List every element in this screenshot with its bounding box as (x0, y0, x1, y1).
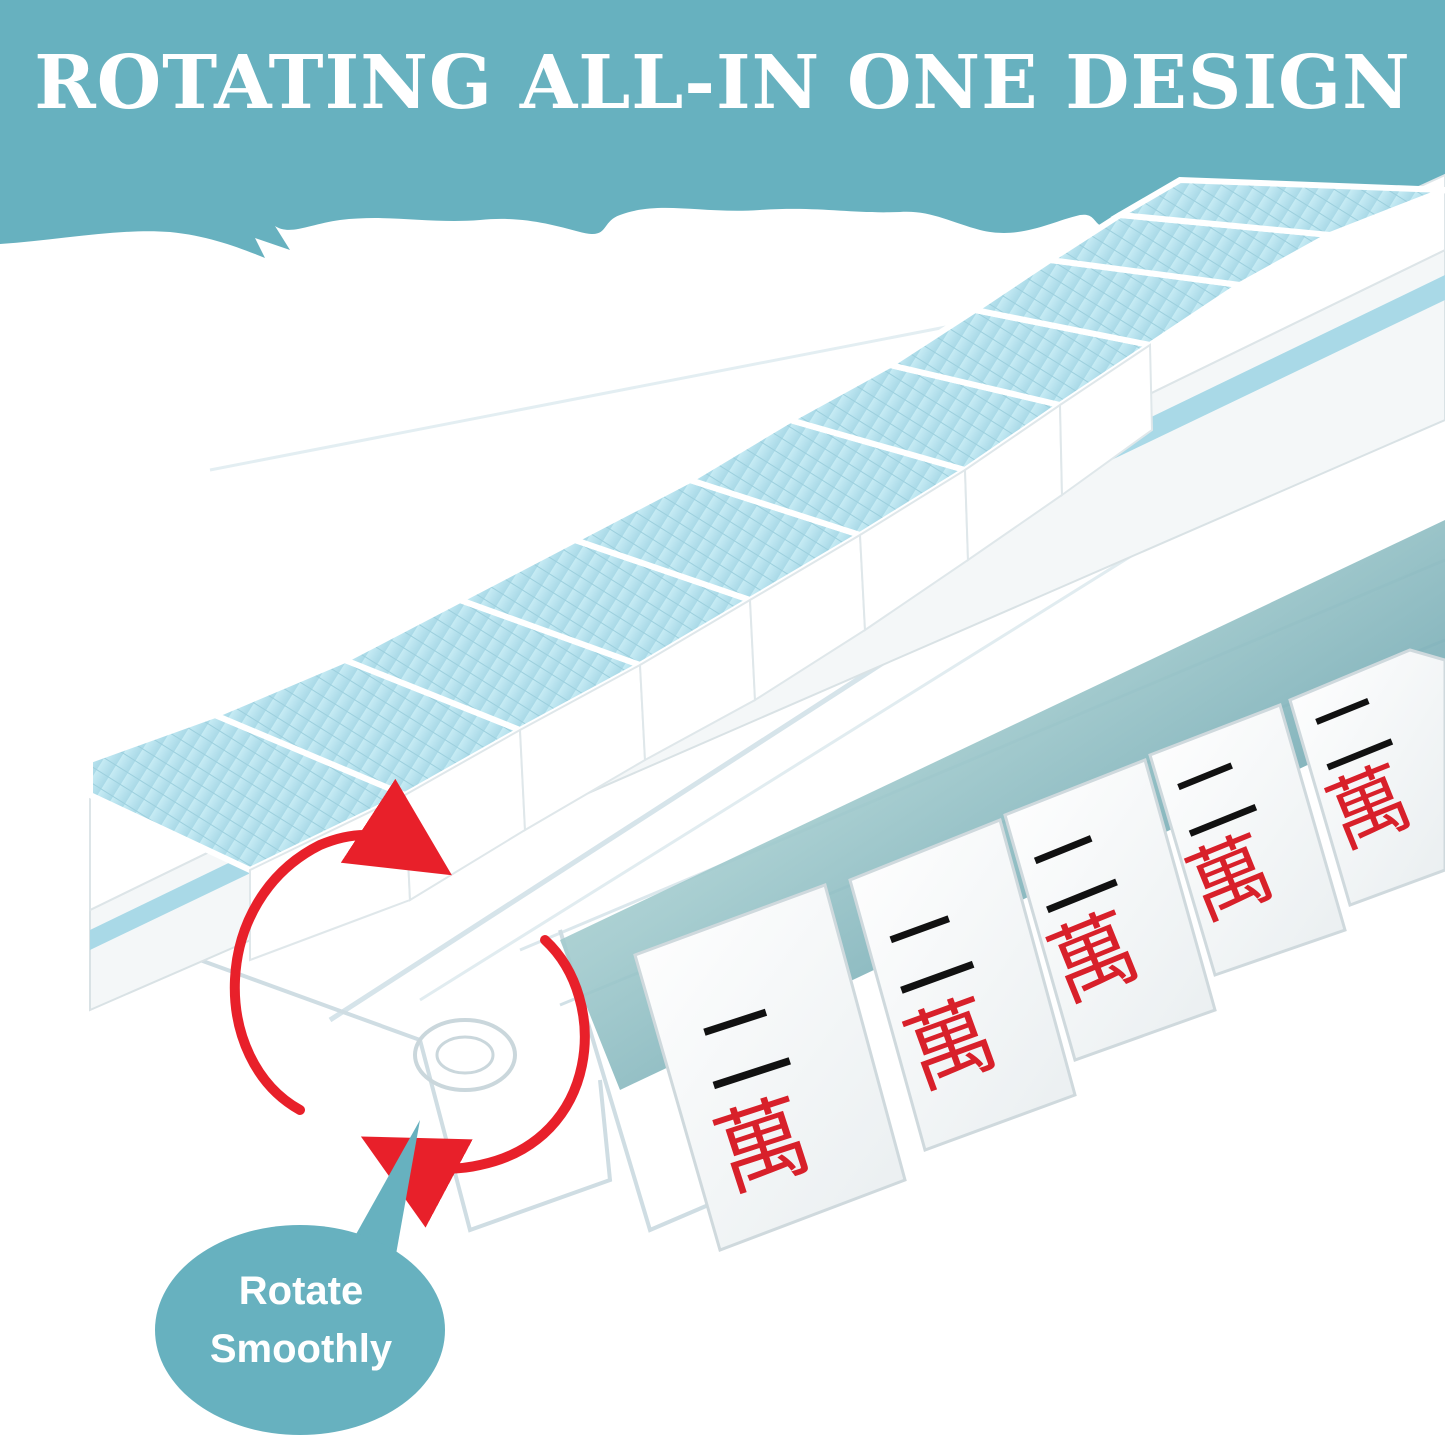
callout-text: Rotate Smoothly (170, 1262, 432, 1378)
face-tile: 二 萬 (1003, 757, 1217, 1062)
face-tile: 二 萬 (633, 883, 907, 1252)
banner-title: ROTATING ALL-IN ONE DESIGN (34, 40, 1411, 126)
rotation-arrows-icon (229, 778, 590, 1228)
callout-bubble (155, 1120, 445, 1435)
callout-line-1: Rotate (238, 1269, 364, 1313)
face-tile: 二 萬 (1288, 648, 1445, 907)
callout-line-2: Smoothly (209, 1327, 393, 1371)
banner-background (0, 0, 1445, 258)
face-tile: 二 萬 (848, 817, 1077, 1152)
front-tile-row: 二 萬 二 萬 二 萬 二 萬 二 萬 (633, 648, 1445, 1252)
face-tile: 二 萬 (1148, 703, 1347, 977)
